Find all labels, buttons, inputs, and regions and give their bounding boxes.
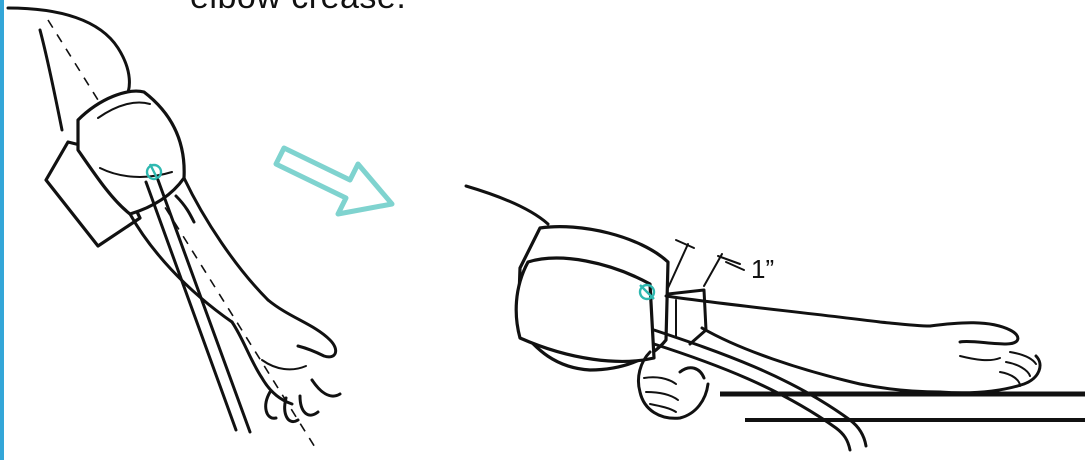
right-arm-figure bbox=[466, 186, 1085, 450]
right-hand-bottom bbox=[940, 356, 1040, 393]
left-thumb-outline bbox=[268, 300, 336, 357]
holding-finger-2 bbox=[646, 392, 678, 400]
measurement-label: 1” bbox=[751, 254, 774, 285]
left-arm-back-outline bbox=[40, 30, 62, 130]
holding-thumb bbox=[680, 368, 704, 378]
left-hand-outline bbox=[232, 322, 292, 404]
right-tube-outline-b bbox=[654, 344, 850, 450]
left-palm-crease bbox=[262, 360, 306, 369]
direction-arrow bbox=[276, 148, 392, 214]
right-upper-arm-outline bbox=[466, 186, 548, 224]
left-finger-1 bbox=[266, 392, 276, 418]
measure-tick-a bbox=[676, 240, 694, 248]
measure-line-crease bbox=[704, 254, 722, 286]
left-cuff-lower-edge bbox=[176, 196, 194, 222]
left-finger-4 bbox=[312, 380, 340, 396]
left-finger-3 bbox=[300, 396, 318, 415]
right-thumb-outline bbox=[930, 323, 1018, 344]
left-forearm-outline-a bbox=[130, 214, 232, 322]
right-finger-1 bbox=[1010, 352, 1036, 364]
holding-hand-outline bbox=[638, 352, 708, 418]
left-arm-figure bbox=[8, 8, 340, 452]
measure-line-cuff bbox=[668, 244, 688, 288]
right-tube-outline-a bbox=[654, 330, 866, 446]
right-finger-3 bbox=[1000, 372, 1020, 386]
right-palm-crease bbox=[960, 356, 1000, 360]
holding-finger-1 bbox=[644, 377, 676, 384]
